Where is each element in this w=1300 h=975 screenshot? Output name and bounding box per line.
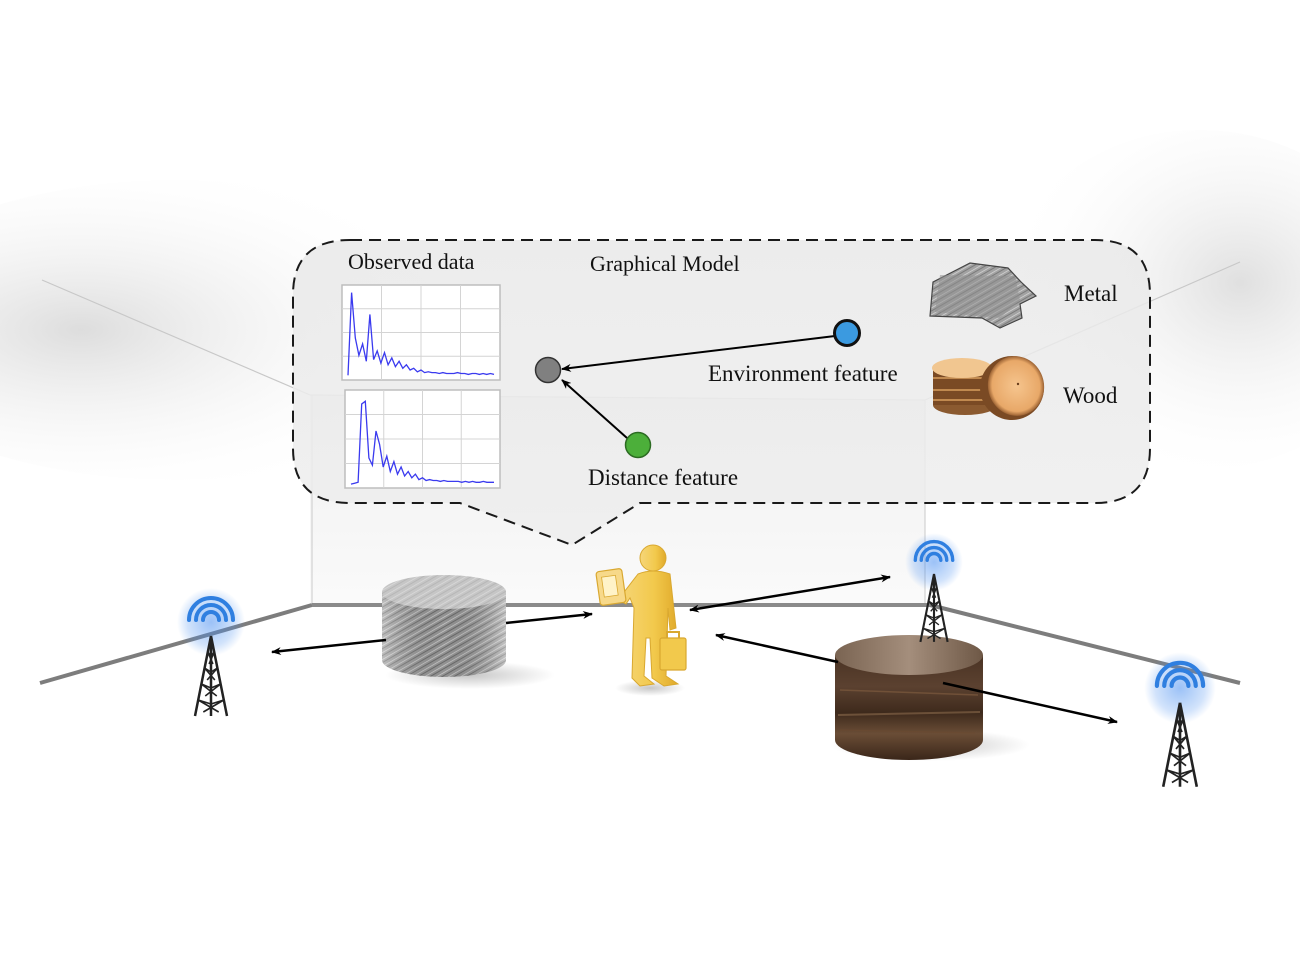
tower-lattice-4 [1166, 769, 1194, 784]
tower-lattice-1 [1175, 718, 1185, 733]
arrow-wood-to-person [715, 633, 839, 664]
signal-wave-1 [187, 596, 235, 622]
wood-cylinder [835, 635, 983, 760]
tower-lattice-2 [1172, 735, 1188, 750]
metal-sheet-icon [929, 262, 1038, 329]
signal-wave-3 [1169, 675, 1191, 688]
tower-lattice-2 [203, 667, 219, 681]
radio-tower-icon [177, 588, 245, 717]
edge-distance-to-observed [561, 379, 628, 439]
tower-lattice-1 [207, 651, 215, 665]
arrow-wood-to-front-right-tower [942, 681, 1118, 724]
chart-1-grid [342, 285, 500, 380]
signal-wave-3 [201, 610, 221, 622]
observed-chart-1 [341, 284, 501, 381]
ceiling-edge-left [41, 279, 311, 396]
distance-feature-label: Distance feature [588, 465, 739, 490]
radio-tower-icon [905, 533, 963, 643]
tower-lattice-3 [1169, 752, 1191, 767]
tower-lattice-3 [925, 614, 943, 626]
signal-wave-2 [194, 603, 228, 622]
chart-2-series-line [350, 400, 494, 485]
signal-wave-1 [1154, 660, 1206, 688]
tower-lattice-4 [922, 627, 946, 640]
arrow-metal-to-person [505, 610, 593, 625]
wood-label: Wood [1063, 383, 1118, 408]
signal-arrows [271, 574, 1118, 724]
graphical-model [534, 319, 861, 459]
graphical-model-title: Graphical Model [590, 251, 740, 276]
signal-wave-2 [1162, 668, 1198, 688]
tower-lattice-1 [930, 587, 938, 598]
observed-chart-2 [344, 389, 501, 489]
signal-wave-2 [919, 545, 949, 562]
wood-slices-icon [932, 356, 1045, 420]
edge-environment-to-observed [561, 335, 836, 372]
person-with-device-icon [595, 544, 687, 687]
metal-cylinder [382, 575, 506, 677]
environment-feature-label: Environment feature [708, 361, 898, 386]
metal-label: Metal [1064, 281, 1118, 306]
observed-data-title: Observed data [348, 249, 475, 274]
signal-wave-1 [913, 539, 955, 562]
tower-lattice-3 [200, 683, 222, 697]
radio-tower-icon [1144, 652, 1216, 787]
chart-2-grid [345, 390, 500, 488]
arrow-person-back-right-tower [689, 574, 891, 613]
floor-edge-left [39, 603, 313, 685]
chart-1-series-line [347, 292, 495, 376]
node-observed [534, 356, 562, 384]
signal-wave-3 [925, 551, 943, 562]
tower-lattice-2 [928, 600, 940, 612]
node-environment-feature [833, 319, 861, 347]
node-distance-feature [624, 431, 652, 459]
tower-lattice-4 [197, 699, 225, 713]
arrow-metal-to-left-tower [271, 638, 387, 656]
